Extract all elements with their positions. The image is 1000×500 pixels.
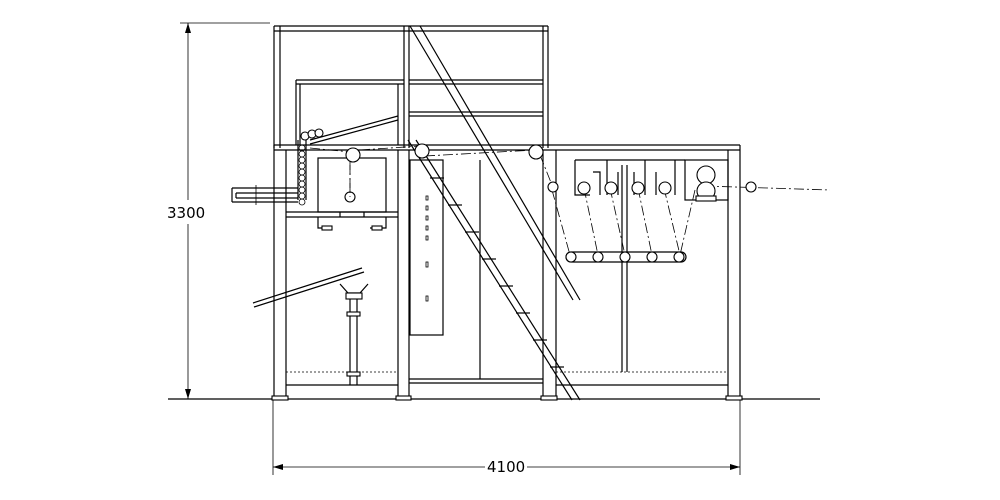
width-dimension-label: 4100 <box>487 458 525 476</box>
height-dimension-label: 3300 <box>167 204 205 222</box>
upper-railing <box>273 25 549 148</box>
top-rollers <box>345 143 757 193</box>
height-dimension: 3300 <box>165 22 270 399</box>
stair-ladder <box>407 25 581 401</box>
cutting-unit <box>317 157 387 231</box>
material-path <box>309 145 831 256</box>
inclined-slide <box>252 267 369 385</box>
pull-rollers <box>684 159 729 202</box>
accumulator-unit <box>565 159 687 372</box>
upper-hopper-frame <box>295 79 404 145</box>
width-dimension: 4100 <box>272 400 741 476</box>
control-cabinet <box>409 159 444 336</box>
outfeed-chute <box>231 185 298 205</box>
main-frame <box>271 144 743 401</box>
chain-conveyor <box>297 140 307 206</box>
